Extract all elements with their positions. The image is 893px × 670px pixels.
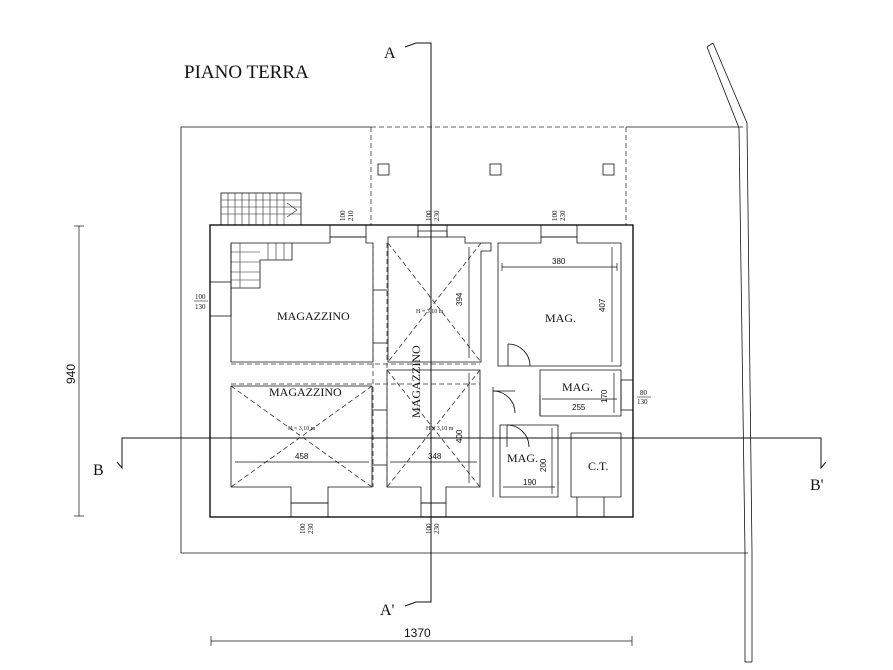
window-bottom-mid-height: 230 [433,523,441,534]
window-labels: 100 210 100 230 100 230 100 230 100 230 … [194,210,651,534]
lot-boundary [180,42,753,663]
pillar-1 [377,163,390,176]
window-top-mid-height: 230 [433,210,441,221]
windows [209,224,634,518]
section-b-left: B [93,462,104,479]
window-top-right-width: 100 [551,210,559,221]
section-a-bottom: A' [380,602,395,619]
room-magazzino-center: MAGAZZINO [409,345,423,418]
window-left-width: 100 [195,293,206,301]
dim-200: 200 [539,458,548,472]
room-ct: C.T. [588,459,608,473]
dim-overall-height: 940 [64,364,78,384]
window-top-right-height: 230 [559,210,567,221]
plan-title: PIANO TERRA [184,62,309,83]
beam-lines [231,243,480,487]
dim-400: 400 [455,429,464,443]
porch-outline [370,126,627,225]
section-lines: A A' B B' [93,42,827,619]
window-bottom-left-height: 230 [307,523,315,534]
room-mag-upper-right: MAG. [545,311,576,325]
window-top-mid-width: 100 [425,210,433,221]
overall-dimensions: 1370 940 [64,225,633,646]
height-label-lower-center: H = 3,10 m [426,426,454,432]
internal-dimensions: 380 407 394 400 458 348 255 170 190 200 [235,247,618,494]
room-labels: MAGAZZINO MAGAZZINO MAGAZZINO MAG. MAG. … [269,309,608,473]
room-mag-lower: MAG. [507,451,538,465]
internal-stair [230,243,293,289]
room-magazzino-upper-left: MAGAZZINO [277,309,350,323]
vault-diagonals [230,242,482,488]
doors [492,343,605,517]
window-bottom-mid-width: 100 [425,523,433,534]
dim-190: 190 [523,478,537,487]
section-a-top: A [384,45,396,62]
dim-170: 170 [600,389,609,403]
dim-394: 394 [455,292,464,306]
ceiling-heights: H = 3,10 m H = 3,10 m H = 3,10 m [288,309,454,432]
window-top-left-height: 210 [347,210,355,221]
window-bottom-left-width: 100 [299,523,307,534]
window-right-height: 130 [637,398,648,406]
window-top-left-width: 100 [339,210,347,221]
pillar-3 [602,163,615,176]
room-mag-middle-right: MAG. [562,380,593,394]
dim-overall-width: 1370 [404,626,431,640]
dim-380: 380 [552,257,566,266]
window-left-height: 130 [195,303,206,311]
window-right-width: 80 [640,389,648,397]
room-magazzino-lower-left: MAGAZZINO [269,385,342,399]
section-b-right: B' [810,477,824,494]
dim-458: 458 [295,452,309,461]
height-label-upper: H = 3,10 m [416,309,444,315]
dim-348: 348 [428,452,442,461]
pillar-2 [489,163,502,176]
height-label-lower-left: H = 3,10 m [288,426,316,432]
dim-255: 255 [572,403,586,412]
dim-407: 407 [598,298,607,312]
external-stair [220,192,302,226]
